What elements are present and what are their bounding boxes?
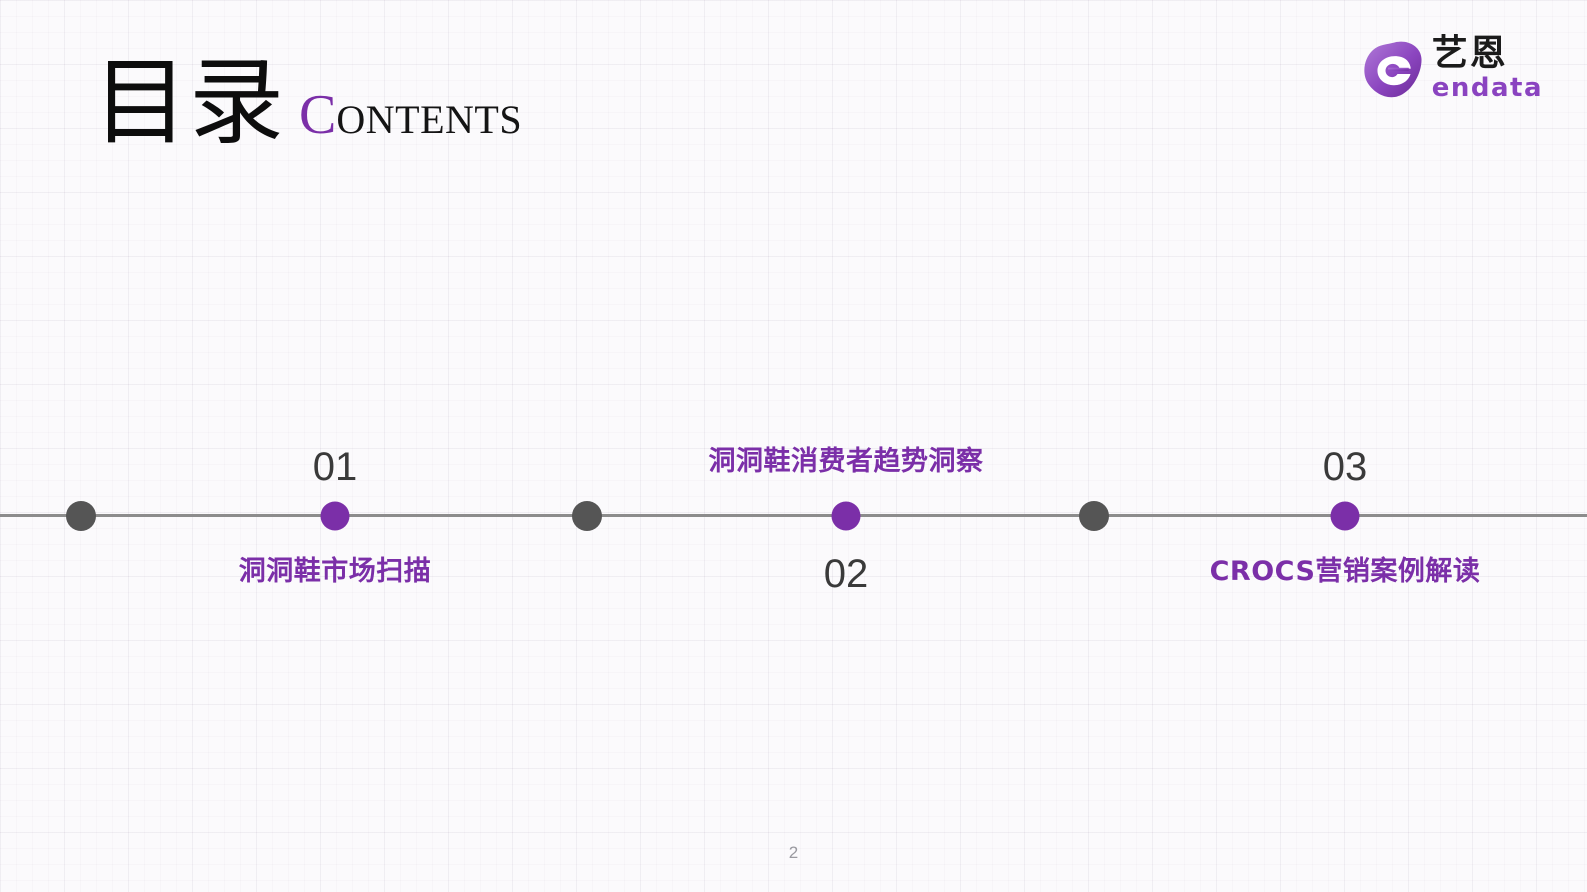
contents-entry-number-03: 03 <box>1322 445 1368 489</box>
page-title-en-initial: C <box>299 84 337 146</box>
page-title-cn: 目录 <box>93 48 286 158</box>
contents-entry-number-01: 01 <box>312 445 358 489</box>
timeline-node-gray-3 <box>1079 501 1109 531</box>
page-title-en: CONTENTS <box>299 87 522 143</box>
contents-entry-label-02[interactable]: 洞洞鞋消费者趋势洞察 <box>708 446 984 477</box>
contents-entry-number-02: 02 <box>823 552 869 596</box>
brand-name-en: endata <box>1431 73 1543 103</box>
brand-name-cn: 艺恩 <box>1431 33 1508 74</box>
contents-entry-label-01[interactable]: 洞洞鞋市场扫描 <box>238 556 432 587</box>
timeline-axis-line <box>0 514 1587 517</box>
brand-logo: 艺恩 endata <box>1361 36 1543 101</box>
endata-e-logo-icon <box>1361 40 1423 98</box>
timeline-node-gray-2 <box>572 501 602 531</box>
timeline-node-gray-1 <box>66 501 96 531</box>
timeline-node-purple-2[interactable] <box>831 501 861 531</box>
timeline-node-purple-1[interactable] <box>320 501 350 531</box>
brand-logo-text: 艺恩 endata <box>1431 33 1543 103</box>
contents-entry-label-03[interactable]: CROCS营销案例解读 <box>1209 556 1481 587</box>
page-title-en-rest: ONTENTS <box>336 97 523 142</box>
timeline-node-purple-3[interactable] <box>1330 501 1360 531</box>
page-number: 2 <box>788 843 799 862</box>
page-title: 目录 CONTENTS <box>93 56 522 151</box>
